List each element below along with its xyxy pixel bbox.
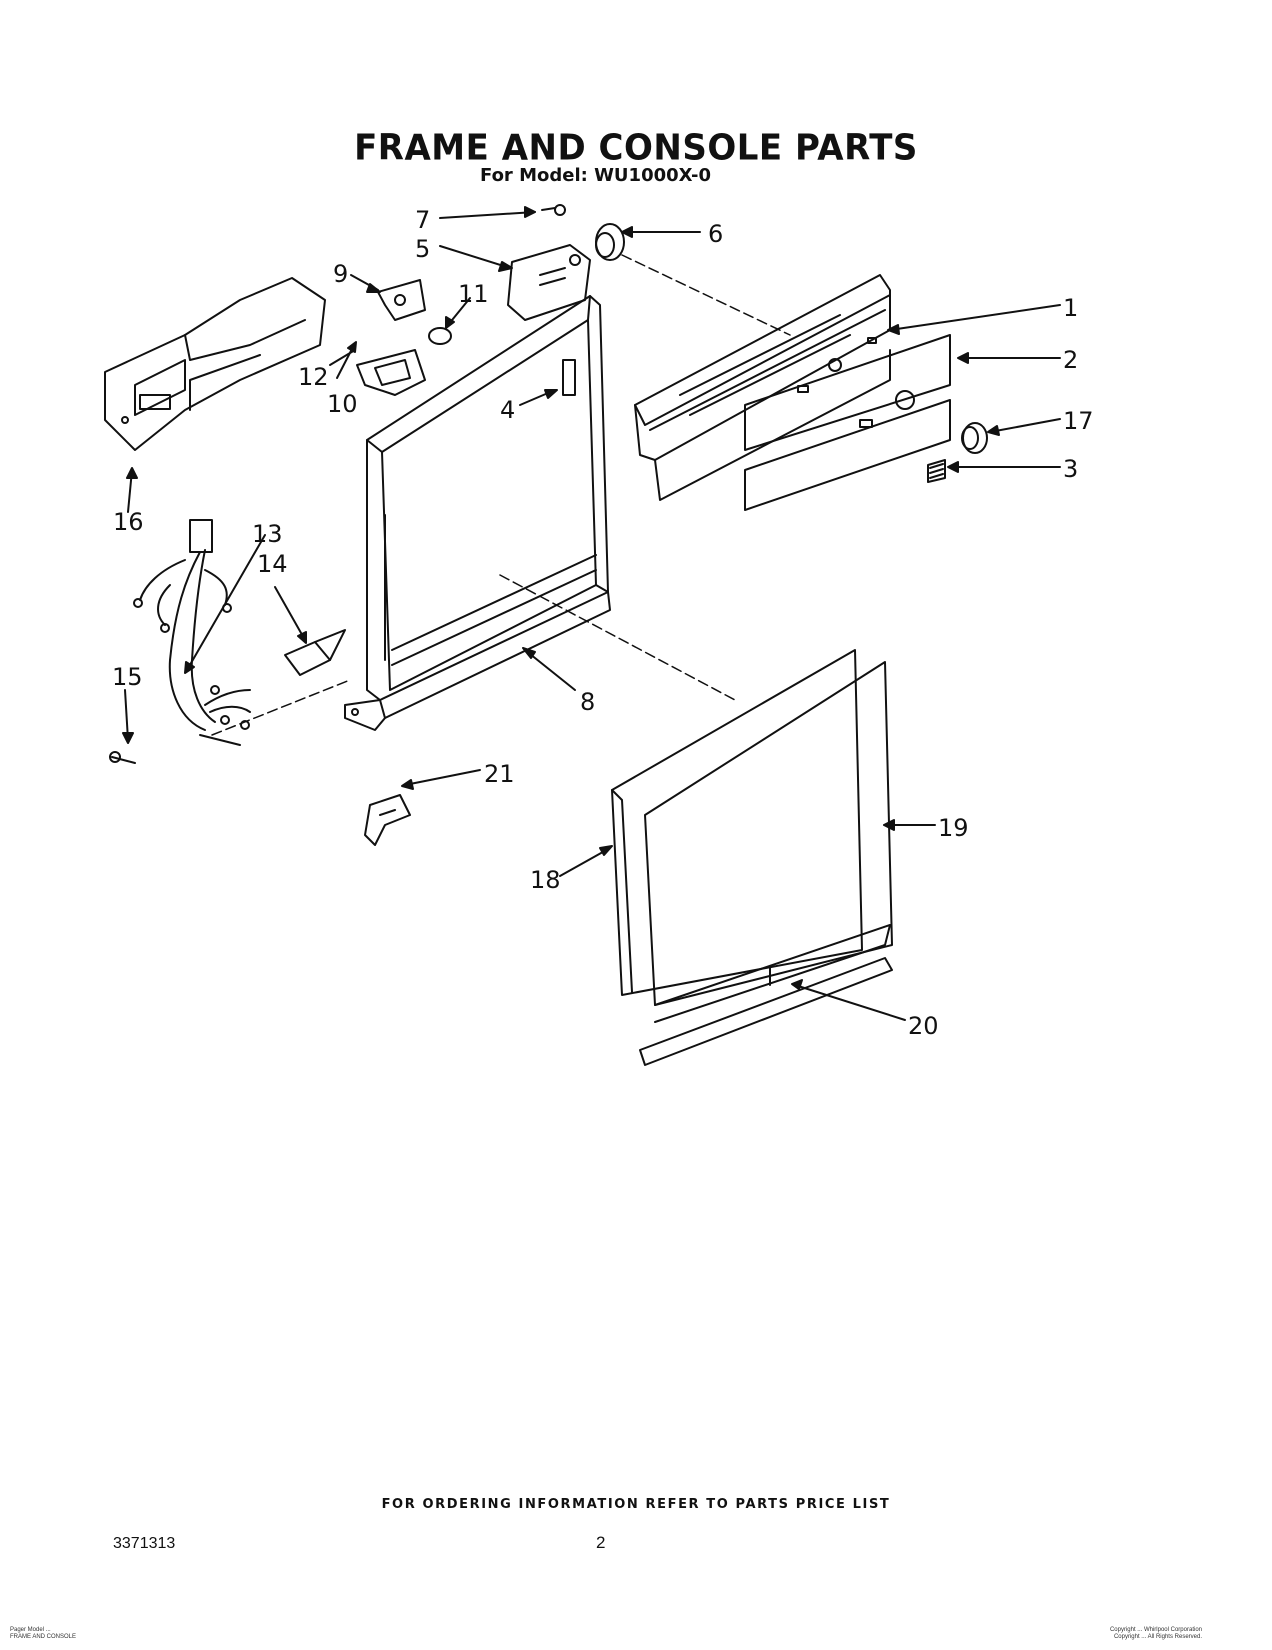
callout-6: 6 [708, 220, 723, 248]
copyright-note: Copyright ... Whirlpool Corporation Copy… [1109, 1627, 1202, 1640]
callout-3: 3 [1063, 455, 1078, 483]
callout-19: 19 [938, 814, 969, 842]
callout-11: 11 [458, 280, 489, 308]
callout-2: 2 [1063, 346, 1078, 374]
part-17-knob [961, 422, 988, 454]
model-subtitle: For Model: WU1000X-0 [480, 165, 712, 186]
part-6-knob [595, 223, 625, 261]
page-title: FRAME AND CONSOLE PARTS [354, 127, 918, 169]
alignment-dashes [211, 254, 791, 736]
callout-4: 4 [500, 396, 515, 424]
part-7-screw [541, 204, 566, 216]
part-20-kick-strip [639, 957, 893, 1066]
ordering-note: FOR ORDERING INFORMATION REFER TO PARTS … [381, 1497, 891, 1512]
part-15-screw [109, 751, 136, 764]
callout-1: 1 [1063, 294, 1078, 322]
callout-10: 10 [327, 390, 358, 418]
part-19-panel [644, 661, 893, 1006]
callout-18: 18 [530, 866, 561, 894]
callout-17: 17 [1063, 407, 1094, 435]
part-8-frame [344, 295, 611, 731]
part-13-wire-harness [133, 519, 251, 746]
part-3-button [927, 459, 946, 483]
callout-9: 9 [333, 260, 348, 288]
part-14-clamp [284, 629, 346, 676]
callout-8: 8 [580, 688, 595, 716]
part-5-switch [507, 244, 591, 321]
callout-21: 21 [484, 760, 515, 788]
callout-7: 7 [415, 206, 430, 234]
part-10-bracket [356, 349, 426, 396]
part-20-trim [654, 924, 891, 1023]
callout-20: 20 [908, 1012, 939, 1040]
part-11-grommet [428, 327, 452, 345]
callout-15: 15 [112, 663, 143, 691]
leader-arrows [122, 206, 1061, 1021]
callout-14: 14 [257, 550, 288, 578]
page-number: 2 [596, 1533, 606, 1552]
callout-12: 12 [298, 363, 329, 391]
callout-16: 16 [113, 508, 144, 536]
callout-5: 5 [415, 235, 430, 263]
callout-labels: 1 2 3 4 5 6 7 8 9 10 11 12 13 14 15 16 1… [112, 206, 1094, 1040]
part-18-panel [611, 649, 863, 996]
part-9-clip [377, 279, 426, 321]
part-1-console-panel [634, 274, 891, 501]
document-number: 3371313 [113, 1535, 176, 1552]
corner-note-left: Pager Model ... FRAME AND CONSOLE [10, 1627, 77, 1640]
part-2-control-panel [744, 334, 951, 511]
callout-13: 13 [252, 520, 283, 548]
part-16-bracket [104, 277, 326, 451]
part-21-latch [364, 794, 411, 846]
